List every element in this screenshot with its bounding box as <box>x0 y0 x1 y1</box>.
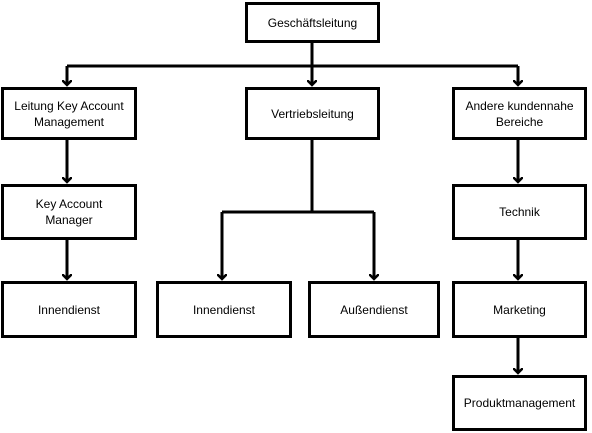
node-andere-kundennahe-bereiche: Andere kundennahe Bereiche <box>452 87 587 140</box>
node-geschaeftsleitung: Geschäftsleitung <box>245 2 380 43</box>
node-innendienst-vertrieb: Innendienst <box>156 281 292 338</box>
node-label-vertriebsleitung: Vertriebsleitung <box>271 106 354 121</box>
node-label-andere-kundennahe-bereiche: Andere kundennahe Bereiche <box>465 98 574 129</box>
node-innendienst-kam: Innendienst <box>1 281 137 338</box>
node-marketing: Marketing <box>452 281 587 338</box>
node-label-innendienst-kam: Innendienst <box>37 302 101 317</box>
node-key-account-manager: Key Account Manager <box>1 184 137 240</box>
node-vertriebsleitung: Vertriebsleitung <box>245 87 380 140</box>
node-leitung-key-account-management: Leitung Key Account Management <box>1 87 137 140</box>
node-label-geschaeftsleitung: Geschäftsleitung <box>267 15 358 30</box>
node-aussendienst: Außendienst <box>308 281 440 338</box>
node-label-marketing: Marketing <box>493 302 546 317</box>
node-label-technik: Technik <box>499 205 540 219</box>
node-label-innendienst-vertrieb: Innendienst <box>192 302 256 317</box>
node-produktmanagement: Produktmanagement <box>452 375 587 431</box>
node-label-produktmanagement: Produktmanagement <box>463 396 576 410</box>
node-technik: Technik <box>452 184 587 240</box>
node-label-key-account-manager: Key Account Manager <box>35 197 103 227</box>
node-label-aussendienst: Außendienst <box>340 302 408 317</box>
node-label-leitung-key-account-management: Leitung Key Account Management <box>14 98 124 129</box>
